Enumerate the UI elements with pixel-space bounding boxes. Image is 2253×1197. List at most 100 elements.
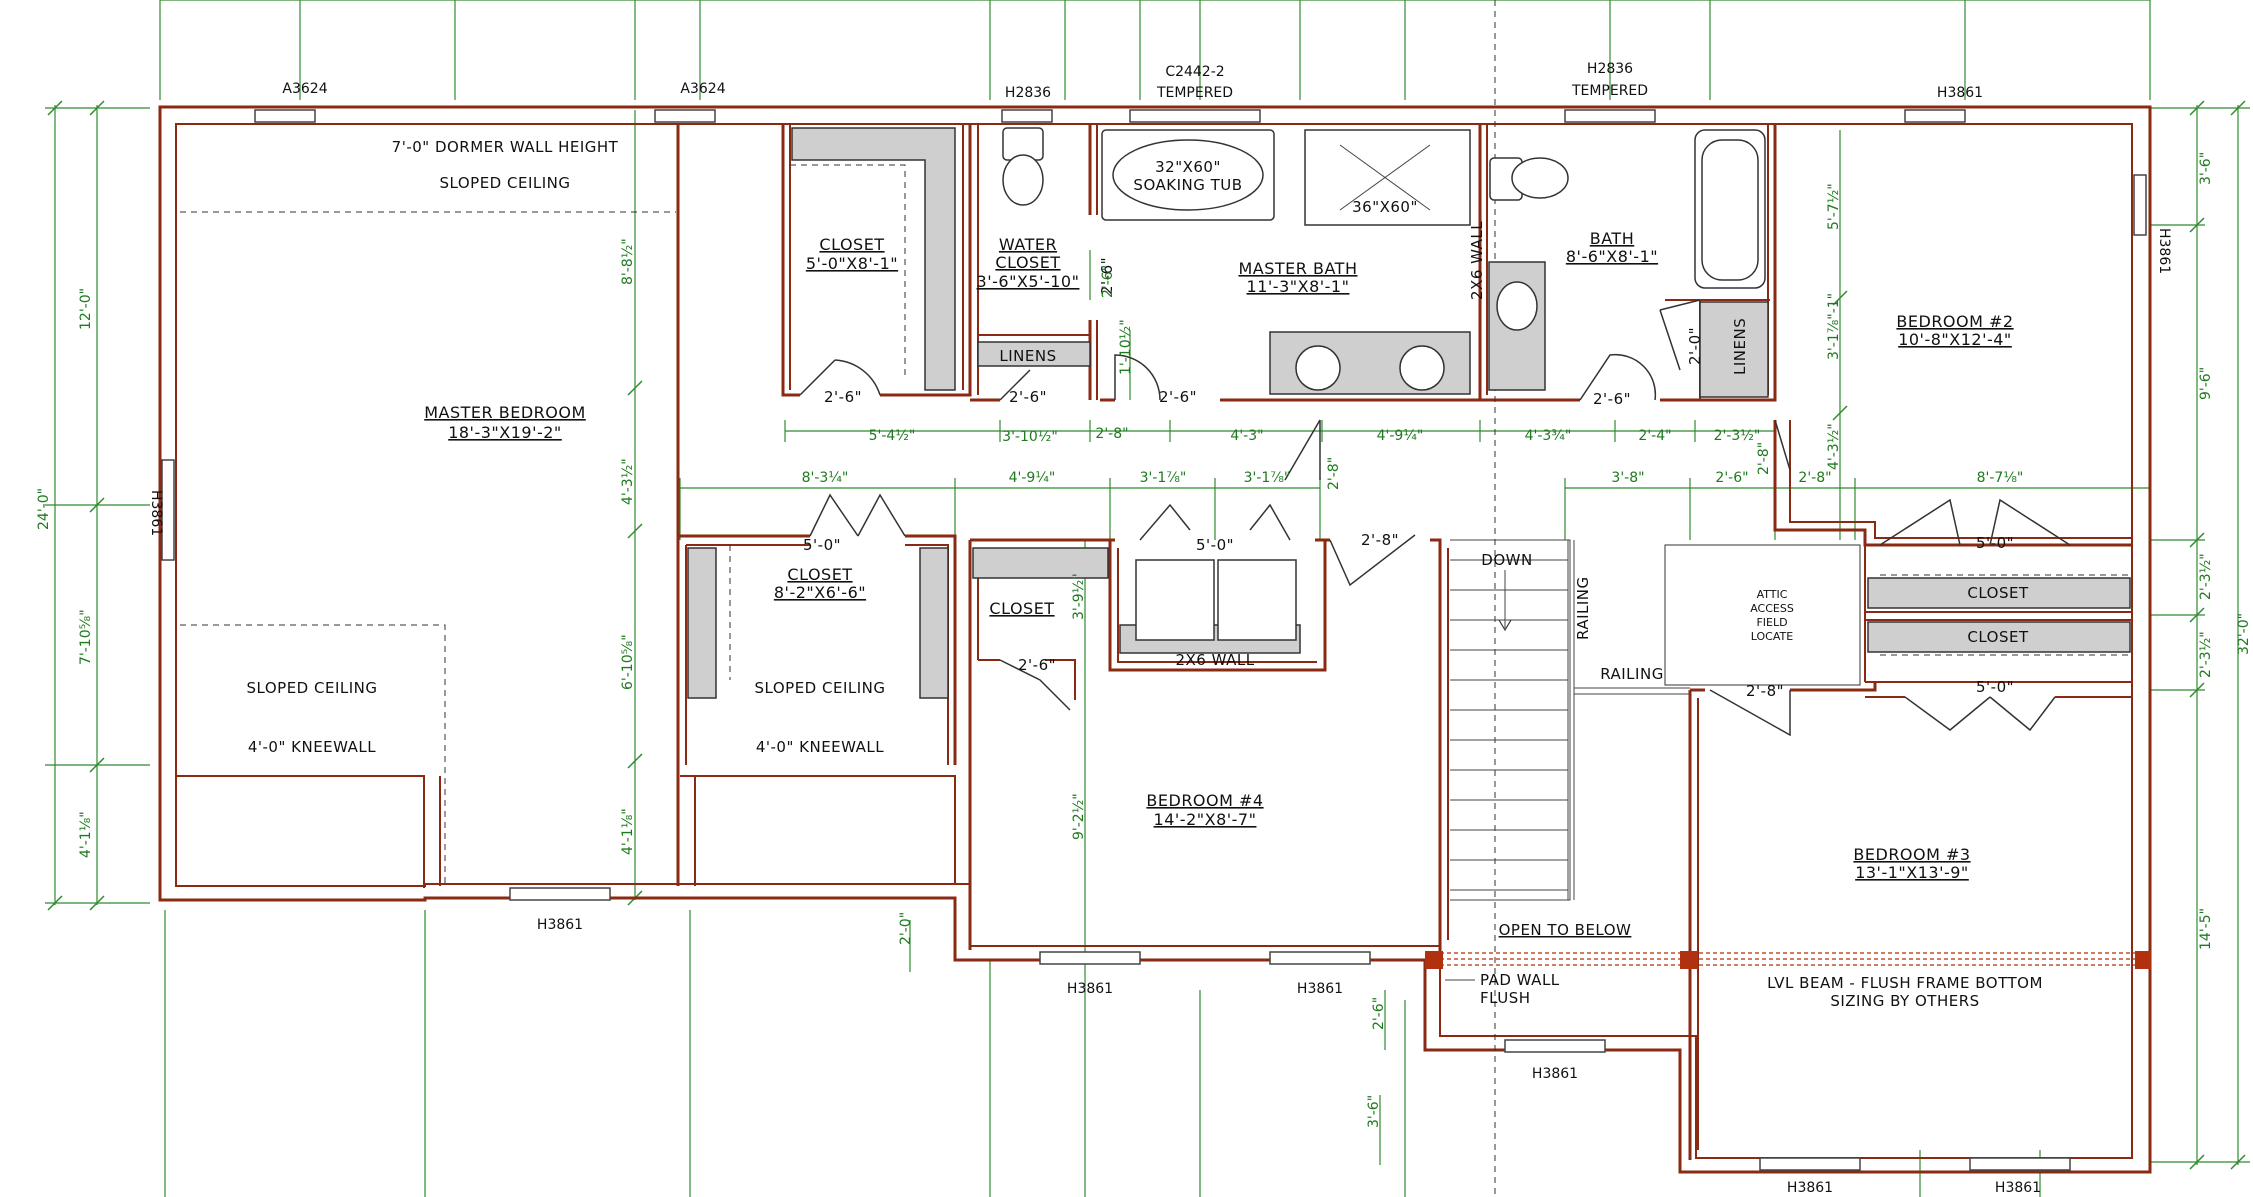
door-size-label: 2'-8" — [1746, 682, 1784, 700]
dimension-label: 4'-1⅛" — [620, 808, 636, 855]
dimension-label: 3'-1⅞" — [1140, 470, 1187, 486]
window-label: H2836 — [1005, 85, 1051, 101]
closet-name: CLOSET — [819, 235, 884, 254]
sloped-ceiling-note: SLOPED CEILING — [755, 679, 886, 697]
dimension-label: 3'-9½" — [1071, 573, 1087, 620]
window-label: A3624 — [282, 81, 327, 97]
dimension-label: 9'-2½" — [1071, 793, 1087, 840]
dormer-note: 7'-0" DORMER WALL HEIGHT — [392, 138, 619, 156]
water-closet-name: WATER — [999, 235, 1057, 254]
attic-note: ACCESS — [1750, 602, 1794, 615]
window-label: H3861 — [537, 917, 583, 933]
bedroom4-size: 14'-2"X8'-7" — [1154, 810, 1257, 829]
dimension-label: 4'-3¾" — [1525, 428, 1572, 444]
bedroom2-name: BEDROOM #2 — [1896, 312, 2013, 331]
door-swings — [799, 299, 2071, 737]
dimension-label: 5'-4½" — [869, 428, 916, 444]
dimension-label: 2'-0" — [898, 912, 914, 945]
dimension-label: 6'-10⅝" — [620, 634, 636, 690]
sloped-ceiling-note: SLOPED CEILING — [440, 174, 571, 192]
soaking-tub-label: 32"X60" — [1155, 158, 1221, 176]
door-size-label: 2'-6" — [1098, 257, 1116, 295]
lvl-beam — [1425, 951, 2151, 969]
window-label: H3861 — [148, 490, 164, 536]
dimension-label: 2'-3½" — [2198, 631, 2214, 678]
dimension-label: 4'-9¼" — [1009, 470, 1056, 486]
lvl-beam-note: LVL BEAM - FLUSH FRAME BOTTOM — [1767, 974, 2043, 992]
master-bedroom-size: 18'-3"X19'-2" — [448, 423, 562, 442]
water-closet-name: CLOSET — [995, 253, 1060, 272]
shower-label: 36"X60" — [1352, 198, 1418, 216]
kneewall-note: 4'-0" KNEEWALL — [248, 738, 376, 756]
closet-name: CLOSET — [1967, 628, 2029, 646]
dimension-label: 2'-8" — [1326, 457, 1342, 490]
dimension-label: 4'-9¼" — [1377, 428, 1424, 444]
dimension-label: 2'-8" — [1756, 442, 1772, 475]
dimension-label: 4'-3" — [1230, 428, 1263, 444]
dimension-label: 8'-3¼" — [802, 470, 849, 486]
closet-size: 5'-0"X8'-1" — [806, 254, 898, 273]
dimension-label: 1'-10½" — [1118, 319, 1134, 375]
dimension-label: 32'-0" — [2236, 613, 2252, 655]
dimension-label: 2'-8" — [1095, 426, 1128, 442]
closet-name: CLOSET — [787, 565, 852, 584]
dimension-label: 2'-4" — [1638, 428, 1671, 444]
door-size-label: 2'-6" — [1009, 388, 1047, 406]
dimension-label: 4'-1⅛" — [78, 811, 94, 858]
dimension-label: 4'-3½" — [1826, 423, 1842, 470]
dimension-label: 8'-7⅛" — [1977, 470, 2024, 486]
linens-label: LINENS — [999, 347, 1056, 365]
closet-size: 8'-2"X6'-6" — [774, 583, 866, 602]
window-units — [161, 109, 2147, 1171]
door-size-label: 2'-8" — [1361, 531, 1399, 549]
dimension-label: 2'-8" — [1798, 470, 1831, 486]
dimension-label: 12'-0" — [78, 288, 94, 330]
door-size-label: 5'-0" — [1976, 534, 2014, 552]
pad-wall-note: PAD WALL — [1480, 971, 1560, 989]
dimension-label: 3'-6" — [1366, 1095, 1382, 1128]
attic-note: ATTIC — [1757, 588, 1788, 601]
wall-note: 2X6 WALL — [1468, 221, 1486, 300]
window-label: H3861 — [1787, 1180, 1833, 1196]
window-labels: A3624 A3624 H2836 C2442-2 TEMPERED H2836… — [148, 61, 2172, 1196]
bedroom3-name: BEDROOM #3 — [1853, 845, 1970, 864]
door-size-label: 2'-6" — [1159, 388, 1197, 406]
dimension-label: 2'-3½" — [2198, 553, 2214, 600]
railing-label: RAILING — [1574, 576, 1592, 640]
door-size-label: 2'-6" — [824, 388, 862, 406]
dimension-label: 3'-1⅞" — [1244, 470, 1291, 486]
dimension-label: 7'-10⅝" — [78, 609, 94, 665]
door-size-label: 2'-6" — [1593, 390, 1631, 408]
pad-wall-note: FLUSH — [1480, 989, 1531, 1007]
room-labels: 7'-0" DORMER WALL HEIGHT SLOPED CEILING … — [247, 138, 2043, 1010]
dimension-label: 2'-6" — [1100, 265, 1116, 298]
dimension-label: 5'-7½" — [1826, 183, 1842, 230]
bedroom3-size: 13'-1"X13'-9" — [1855, 863, 1969, 882]
door-size-label: 5'-0" — [803, 536, 841, 554]
wall-note: 2X6 WALL — [1175, 651, 1254, 669]
dimension-label: 3'-8" — [1611, 470, 1644, 486]
dimension-label: 8'-8½" — [620, 238, 636, 285]
window-label: TEMPERED — [1156, 85, 1233, 101]
bath-name: BATH — [1590, 229, 1634, 248]
dimension-label: 2'-6" — [1715, 470, 1748, 486]
attic-note: LOCATE — [1751, 630, 1793, 643]
open-to-below-note: OPEN TO BELOW — [1499, 921, 1632, 939]
closet-name: CLOSET — [989, 599, 1054, 618]
dimension-label: 9'-6" — [2198, 367, 2214, 400]
window-label: H3861 — [1067, 981, 1113, 997]
window-label: H3861 — [1995, 1180, 2041, 1196]
soaking-tub-label: SOAKING TUB — [1133, 176, 1242, 194]
attic-note: FIELD — [1756, 616, 1787, 629]
door-labels: 2'-6" 2'-6" 2'-6" 2'-6" 2'-6" 2'-0" 5'-0… — [803, 257, 2014, 700]
bedroom2-size: 10'-8"X12'-4" — [1898, 330, 2012, 349]
railing-label: RAILING — [1600, 665, 1664, 683]
door-size-label: 5'-0" — [1976, 678, 2014, 696]
master-bedroom-name: MASTER BEDROOM — [424, 403, 586, 422]
bedroom4-name: BEDROOM #4 — [1146, 791, 1263, 810]
linens-label: LINENS — [1731, 318, 1749, 375]
dimension-label: 4'-3½" — [620, 458, 636, 505]
window-label: A3624 — [680, 81, 725, 97]
stair-down-label: DOWN — [1481, 551, 1532, 569]
dimension-label: 3'-6" — [2198, 152, 2214, 185]
